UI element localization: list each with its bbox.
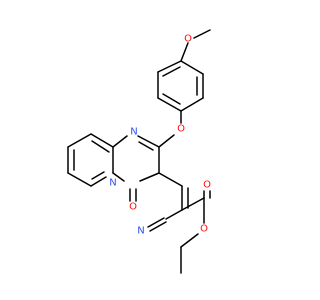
nitrile-nitrogen-label: N: [137, 226, 144, 237]
phenyl-bond: [157, 97, 182, 112]
ring-bond: [112, 135, 128, 148]
pyridine-double-bond: [91, 171, 105, 180]
ring-bond: [139, 172, 160, 182]
methyl-bond: [193, 29, 211, 39]
pyridine-bond: [90, 133, 114, 148]
phenyl-double-bond: [162, 66, 181, 77]
ester-oxygen-label: O: [200, 224, 208, 235]
pyridine-bond: [67, 172, 92, 187]
keto-oxygen-label: O: [129, 202, 137, 213]
phenyl-bond: [157, 60, 182, 73]
methoxy-oxygen-label: O: [184, 34, 192, 45]
nitrile-triple: [147, 217, 165, 228]
ring-double-bond: [138, 141, 154, 151]
nitrile-bond: [165, 209, 183, 220]
carbonyl-oxygen-label: O: [203, 180, 211, 191]
structure-canvas: O O N N O N O O: [67, 29, 212, 274]
nitrile-triple: [149, 221, 167, 232]
phenyl-double-bond: [162, 93, 181, 105]
pyrimidine-nitrogen-label: N: [130, 127, 137, 138]
pyridine-bond: [67, 133, 92, 148]
ethyl-bond: [180, 233, 199, 248]
pyridine-double-bond: [91, 140, 110, 153]
ring-bond: [137, 135, 160, 148]
ether-bond: [158, 134, 175, 148]
pyridine-bond: [90, 176, 107, 187]
fused-nitrogen-label: N: [109, 178, 116, 189]
phenyl-bond: [180, 97, 204, 112]
vinyl-bond: [158, 172, 183, 187]
ester-bond: [181, 197, 205, 211]
molecule-drawing: O O N N O N O O: [67, 29, 211, 274]
ring-bond: [112, 172, 125, 182]
phenyl-bond: [180, 60, 204, 75]
ether-oxygen-label: O: [177, 124, 185, 135]
methoxy-o-bond: [180, 42, 189, 62]
